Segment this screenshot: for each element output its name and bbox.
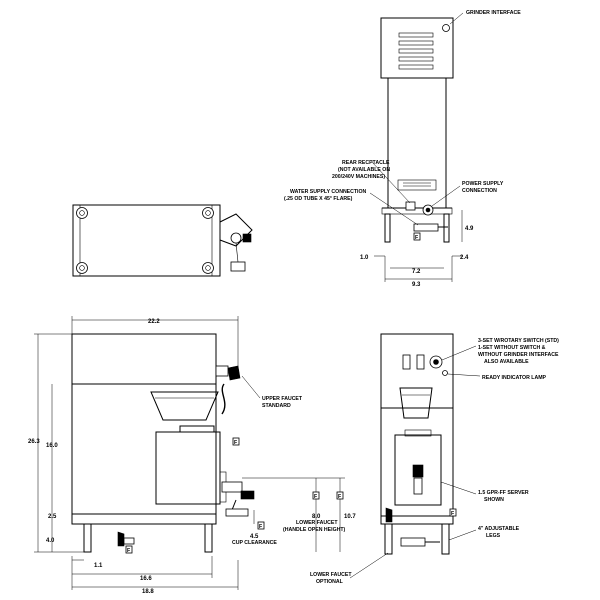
rear-receptacle-icon — [405, 201, 416, 211]
side-legs — [83, 523, 213, 553]
top-left-upper-foot-icon — [76, 207, 88, 219]
svg-text:F: F — [259, 524, 262, 530]
top-view — [72, 204, 253, 277]
svg-text:F: F — [127, 548, 130, 554]
svg-text:F: F — [314, 494, 317, 500]
dim-cup-clearance: 4.5 — [250, 534, 259, 540]
front-view — [380, 333, 454, 555]
svg-text:F: F — [234, 440, 237, 446]
water-supply-callout-line2: (.25 OD TUBE X 45° FLARE) — [284, 196, 353, 202]
svg-text:F: F — [451, 511, 454, 517]
dim-height: 26.3 — [28, 439, 40, 445]
dimension-values: 1.0 4.9 7.2 2.4 9.3 22.2 26.3 16.0 2.5 4… — [28, 226, 474, 595]
dim-leg-height: 4.0 — [46, 538, 55, 544]
front-brew-funnel-icon — [399, 387, 433, 419]
flag-marker — [449, 508, 457, 517]
flag-marker — [413, 232, 421, 241]
server-callout-line2: SHOWN — [484, 497, 504, 503]
switch-1-icon — [402, 354, 411, 370]
dimension-lines — [34, 12, 481, 590]
side-view — [71, 333, 255, 553]
dim-lower-faucet: 8.0 — [312, 514, 321, 520]
switch-options-callout-line4: ALSO AVAILABLE — [484, 359, 529, 365]
front-server-icon — [394, 429, 442, 506]
front-lower-fitting-icon — [400, 537, 440, 547]
water-supply-callout-line1: WATER SUPPLY CONNECTION — [290, 189, 367, 195]
lower-server-icon — [155, 425, 227, 505]
ready-indicator-lamp-icon — [442, 370, 448, 376]
flag-marker — [312, 491, 320, 500]
callouts: GRINDER INTERFACE REAR RECPTACLE (NOT AV… — [232, 10, 559, 585]
top-right-lower-foot-icon — [202, 262, 214, 274]
dim-overall-depth: 18.8 — [142, 589, 154, 595]
power-supply-callout-line1: POWER SUPPLY — [462, 181, 504, 187]
ready-lamp-callout: READY INDICATOR LAMP — [482, 375, 547, 381]
dim-leg-clearance: 2.5 — [48, 514, 57, 520]
dim-counter-height: 10.7 — [344, 514, 356, 520]
brew-funnel-icon — [150, 391, 219, 421]
grinder-interface-port-icon — [442, 24, 450, 32]
dim-rear-center: 7.2 — [412, 269, 421, 275]
flag-marker — [336, 491, 344, 500]
rear-receptacle-callout-line3: 200/240V MACHINES) — [332, 174, 385, 180]
power-supply-connection-icon — [422, 204, 434, 216]
lower-faucet-optional-callout-line2: OPTIONAL — [316, 579, 344, 585]
svg-text:F: F — [415, 235, 418, 241]
rear-view — [380, 17, 454, 243]
dim-depth: 22.2 — [148, 319, 160, 325]
rear-right-leg — [443, 213, 450, 243]
upper-faucet-callout-line1: UPPER FAUCET — [262, 396, 303, 402]
cup-clearance-callout: CUP CLEARANCE — [232, 540, 277, 546]
top-right-upper-foot-icon — [202, 207, 214, 219]
flag-marker — [232, 437, 240, 446]
dim-rear-height: 4.9 — [465, 226, 474, 232]
dim-rear-side: 2.4 — [460, 255, 469, 261]
upper-faucet-icon — [215, 365, 241, 415]
grinder-interface-callout: GRINDER INTERFACE — [466, 10, 521, 16]
rear-receptacle-callout-line2: (NOT AVAILABLE ON — [338, 167, 390, 173]
legs-callout-line2: LEGS — [486, 533, 501, 539]
switch-options-callout-line2: 1-SET WITHOUT SWITCH & — [478, 345, 546, 351]
top-left-lower-foot-icon — [76, 262, 88, 274]
lower-faucet-optional-callout-line1: LOWER FAUCET — [310, 572, 352, 578]
water-supply-fitting-icon — [413, 223, 448, 232]
front-legs — [384, 507, 450, 555]
flag-markers: F F F F F F F — [125, 232, 457, 554]
dim-rear-width: 9.3 — [412, 282, 421, 288]
switch-options-callout-line3: WITHOUT GRINDER INTERFACE — [478, 352, 559, 358]
dim-footprint: 16.6 — [140, 576, 152, 582]
switch-2-icon — [416, 354, 425, 370]
rear-left-leg — [384, 213, 391, 243]
dim-body-height: 16.0 — [46, 443, 58, 449]
flag-marker — [125, 545, 133, 554]
top-faucet-icon — [219, 213, 253, 272]
lower-faucet-callout-line1: LOWER FAUCET — [296, 520, 338, 526]
server-callout-line1: 1.5 GPR-FF SERVER — [478, 490, 529, 496]
svg-text:F: F — [338, 494, 341, 500]
legs-callout-line1: 4" ADJUSTABLE — [478, 526, 520, 532]
flag-marker — [257, 521, 265, 530]
lower-faucet-icon — [221, 481, 255, 517]
dim-leg-inset: 1.1 — [94, 563, 103, 569]
lower-faucet-callout-line2: (HANDLE OPEN HEIGHT) — [283, 527, 346, 533]
rear-receptacle-callout-line1: REAR RECPTACLE — [342, 160, 390, 166]
switch-options-callout-line1: 3-SET W/ROTARY SWITCH (STD) — [478, 338, 559, 344]
upper-faucet-callout-line2: STANDARD — [262, 403, 291, 409]
power-supply-callout-line2: CONNECTION — [462, 188, 497, 194]
grinder-vent-slots — [398, 32, 434, 70]
dim-rear-leg-offset: 1.0 — [360, 255, 369, 261]
